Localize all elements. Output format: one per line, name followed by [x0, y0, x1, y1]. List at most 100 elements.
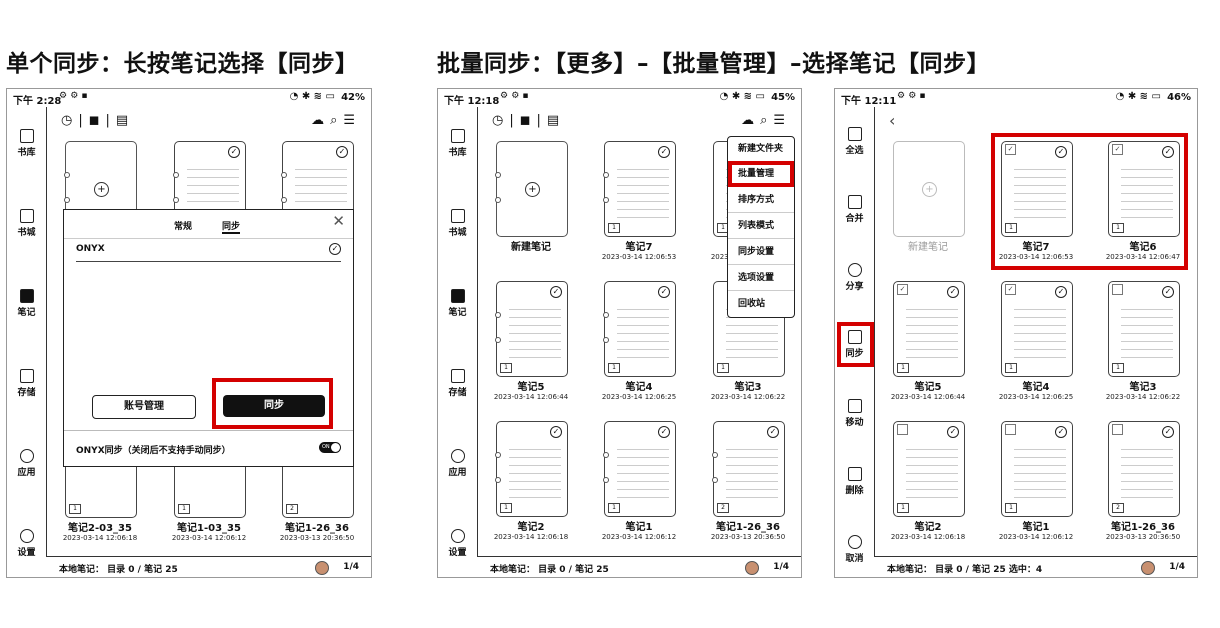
nav-storage[interactable]: 存储 [438, 369, 477, 398]
note-icon[interactable]: ◼ [88, 113, 100, 128]
checkbox-icon[interactable]: ✓ [1005, 144, 1016, 155]
action-label: 同步 [845, 349, 864, 359]
checkbox-icon[interactable]: ✓ [1005, 284, 1016, 295]
nav-library[interactable]: 书库 [7, 129, 46, 158]
page-indicator[interactable]: 1/4 [773, 562, 789, 572]
nav-settings[interactable]: 设置 [438, 529, 477, 558]
note-name: 笔记2 [914, 522, 942, 533]
avatar[interactable] [745, 561, 759, 575]
note-date: 2023-03-14 12:06:53 [998, 253, 1074, 261]
action-delete[interactable]: 删除 [835, 467, 874, 496]
action-share[interactable]: 分享 [835, 263, 874, 292]
note-card-selected[interactable]: ✓✓1 [893, 281, 965, 377]
note-date: 2023-03-13 20:36:50 [1105, 533, 1181, 541]
close-icon[interactable]: ✕ [332, 212, 345, 230]
checkbox-icon[interactable] [1005, 424, 1016, 435]
nav-label: 笔记 [17, 308, 36, 318]
note-card[interactable]: ✓1 [1108, 281, 1180, 377]
avatar[interactable] [315, 561, 329, 575]
account-manage-button[interactable]: 账号管理 [92, 395, 196, 419]
menu-item-options[interactable]: 选项设置 [728, 266, 794, 291]
clock-icon[interactable]: ◷ [61, 113, 73, 128]
tab-sync[interactable]: 同步 [222, 219, 241, 234]
sync-button[interactable]: 同步 [223, 395, 325, 417]
apps-icon [450, 449, 465, 463]
page-indicator[interactable]: 1/4 [343, 562, 359, 572]
page-indicator[interactable]: 1/4 [1169, 562, 1185, 572]
nav-label: 书库 [448, 148, 467, 158]
view-toggle[interactable]: ◷|◼|▤ [61, 113, 129, 128]
view-toggle[interactable]: ◷|◼|▤ [492, 113, 560, 128]
back-arrow-icon[interactable]: ‹ [889, 111, 896, 130]
check-icon: ✓ [1162, 426, 1174, 438]
search-icon[interactable]: ⌕ [760, 113, 768, 128]
note-icon[interactable]: ◼ [519, 113, 531, 128]
action-sync[interactable]: 同步 [835, 330, 874, 359]
menu-icon[interactable]: ☰ [343, 113, 355, 128]
checkbox-icon[interactable]: ✓ [897, 284, 908, 295]
menu-item-list-mode[interactable]: 列表模式 [728, 214, 794, 239]
note-card[interactable]: ✓1 [495, 281, 568, 377]
action-merge[interactable]: 合并 [835, 195, 874, 224]
avatar[interactable] [1141, 561, 1155, 575]
note-name: 笔记5 [517, 382, 545, 393]
action-cancel[interactable]: 取消 [835, 535, 874, 564]
checkbox-icon[interactable] [1112, 424, 1123, 435]
note-card-selected[interactable]: ✓✓1 [1001, 141, 1073, 237]
nav-library[interactable]: 书库 [438, 129, 477, 158]
footer-info: 本地笔记： 目录 0 / 笔记 25 [490, 565, 609, 575]
sidebar: 书库 书城 笔记 存储 应用 设置 [438, 107, 478, 558]
note-card[interactable]: ✓1 [1001, 421, 1073, 517]
list-icon[interactable]: ▤ [546, 113, 560, 128]
check-icon[interactable]: ✓ [329, 243, 341, 255]
action-move[interactable]: 移动 [835, 399, 874, 428]
checkbox-icon[interactable] [897, 424, 908, 435]
note-card-selected[interactable]: ✓✓1 [1001, 281, 1073, 377]
menu-icon[interactable]: ☰ [773, 113, 785, 128]
screen-more-menu: 下午 12:18 ⚙ ⚙ ▪ ◔ ✱ ≋ ▭ 45% 书库 书城 笔记 存储 应… [437, 88, 802, 578]
menu-item-sort[interactable]: 排序方式 [728, 188, 794, 213]
note-name: 笔记2 [517, 522, 545, 533]
note-card[interactable]: ✓1 [603, 421, 676, 517]
menu-item-recycle-bin[interactable]: 回收站 [738, 299, 766, 309]
nav-storage[interactable]: 存储 [7, 369, 46, 398]
tab-general[interactable]: 常规 [174, 222, 193, 232]
account-name[interactable]: ONYX [76, 244, 105, 254]
search-icon[interactable]: ⌕ [330, 113, 338, 128]
nav-store[interactable]: 书城 [438, 209, 477, 238]
menu-item-sync-settings[interactable]: 同步设置 [728, 240, 794, 265]
nav-label: 应用 [17, 468, 36, 478]
note-card[interactable]: ✓2 [1108, 421, 1180, 517]
checkbox-icon[interactable] [1112, 284, 1123, 295]
new-note-card[interactable]: + [495, 141, 568, 237]
list-icon[interactable]: ▤ [115, 113, 129, 128]
highlight-sync-button [212, 378, 333, 429]
note-name: 笔记4 [625, 382, 653, 393]
cloud-sync-icon[interactable]: ☁ [311, 113, 325, 128]
note-card[interactable]: ✓1 [603, 281, 676, 377]
note-card[interactable]: ✓1 [603, 141, 676, 237]
nav-apps[interactable]: 应用 [7, 449, 46, 478]
menu-item-new-folder[interactable]: 新建文件夹 [728, 137, 794, 162]
nav-notes[interactable]: 笔记 [438, 289, 477, 318]
note-card[interactable]: ✓1 [495, 421, 568, 517]
clock-icon[interactable]: ◷ [492, 113, 504, 128]
check-icon: ✓ [1055, 286, 1067, 298]
check-icon: ✓ [550, 426, 562, 438]
nav-settings[interactable]: 设置 [7, 529, 46, 558]
caption-single-sync: 单个同步：长按笔记选择【同步】 [6, 51, 359, 77]
note-card-selected[interactable]: ✓✓1 [1108, 141, 1180, 237]
wifi-bluetooth-icon: ◔ ✱ ≋ ▭ [719, 91, 765, 102]
note-card[interactable]: ✓2 [712, 421, 785, 517]
nav-notes[interactable]: 笔记 [7, 289, 46, 318]
note-card[interactable]: ✓1 [893, 421, 965, 517]
action-select-all[interactable]: 全选 [835, 127, 874, 156]
check-icon: ✓ [658, 286, 670, 298]
cloud-sync-icon[interactable]: ☁ [741, 113, 755, 128]
onyx-sync-toggle[interactable]: ON [319, 442, 341, 453]
checkbox-icon[interactable]: ✓ [1112, 144, 1123, 155]
note-name: 笔记1 [1022, 522, 1050, 533]
nav-store[interactable]: 书城 [7, 209, 46, 238]
note-name: 新建笔记 [511, 242, 551, 253]
nav-apps[interactable]: 应用 [438, 449, 477, 478]
